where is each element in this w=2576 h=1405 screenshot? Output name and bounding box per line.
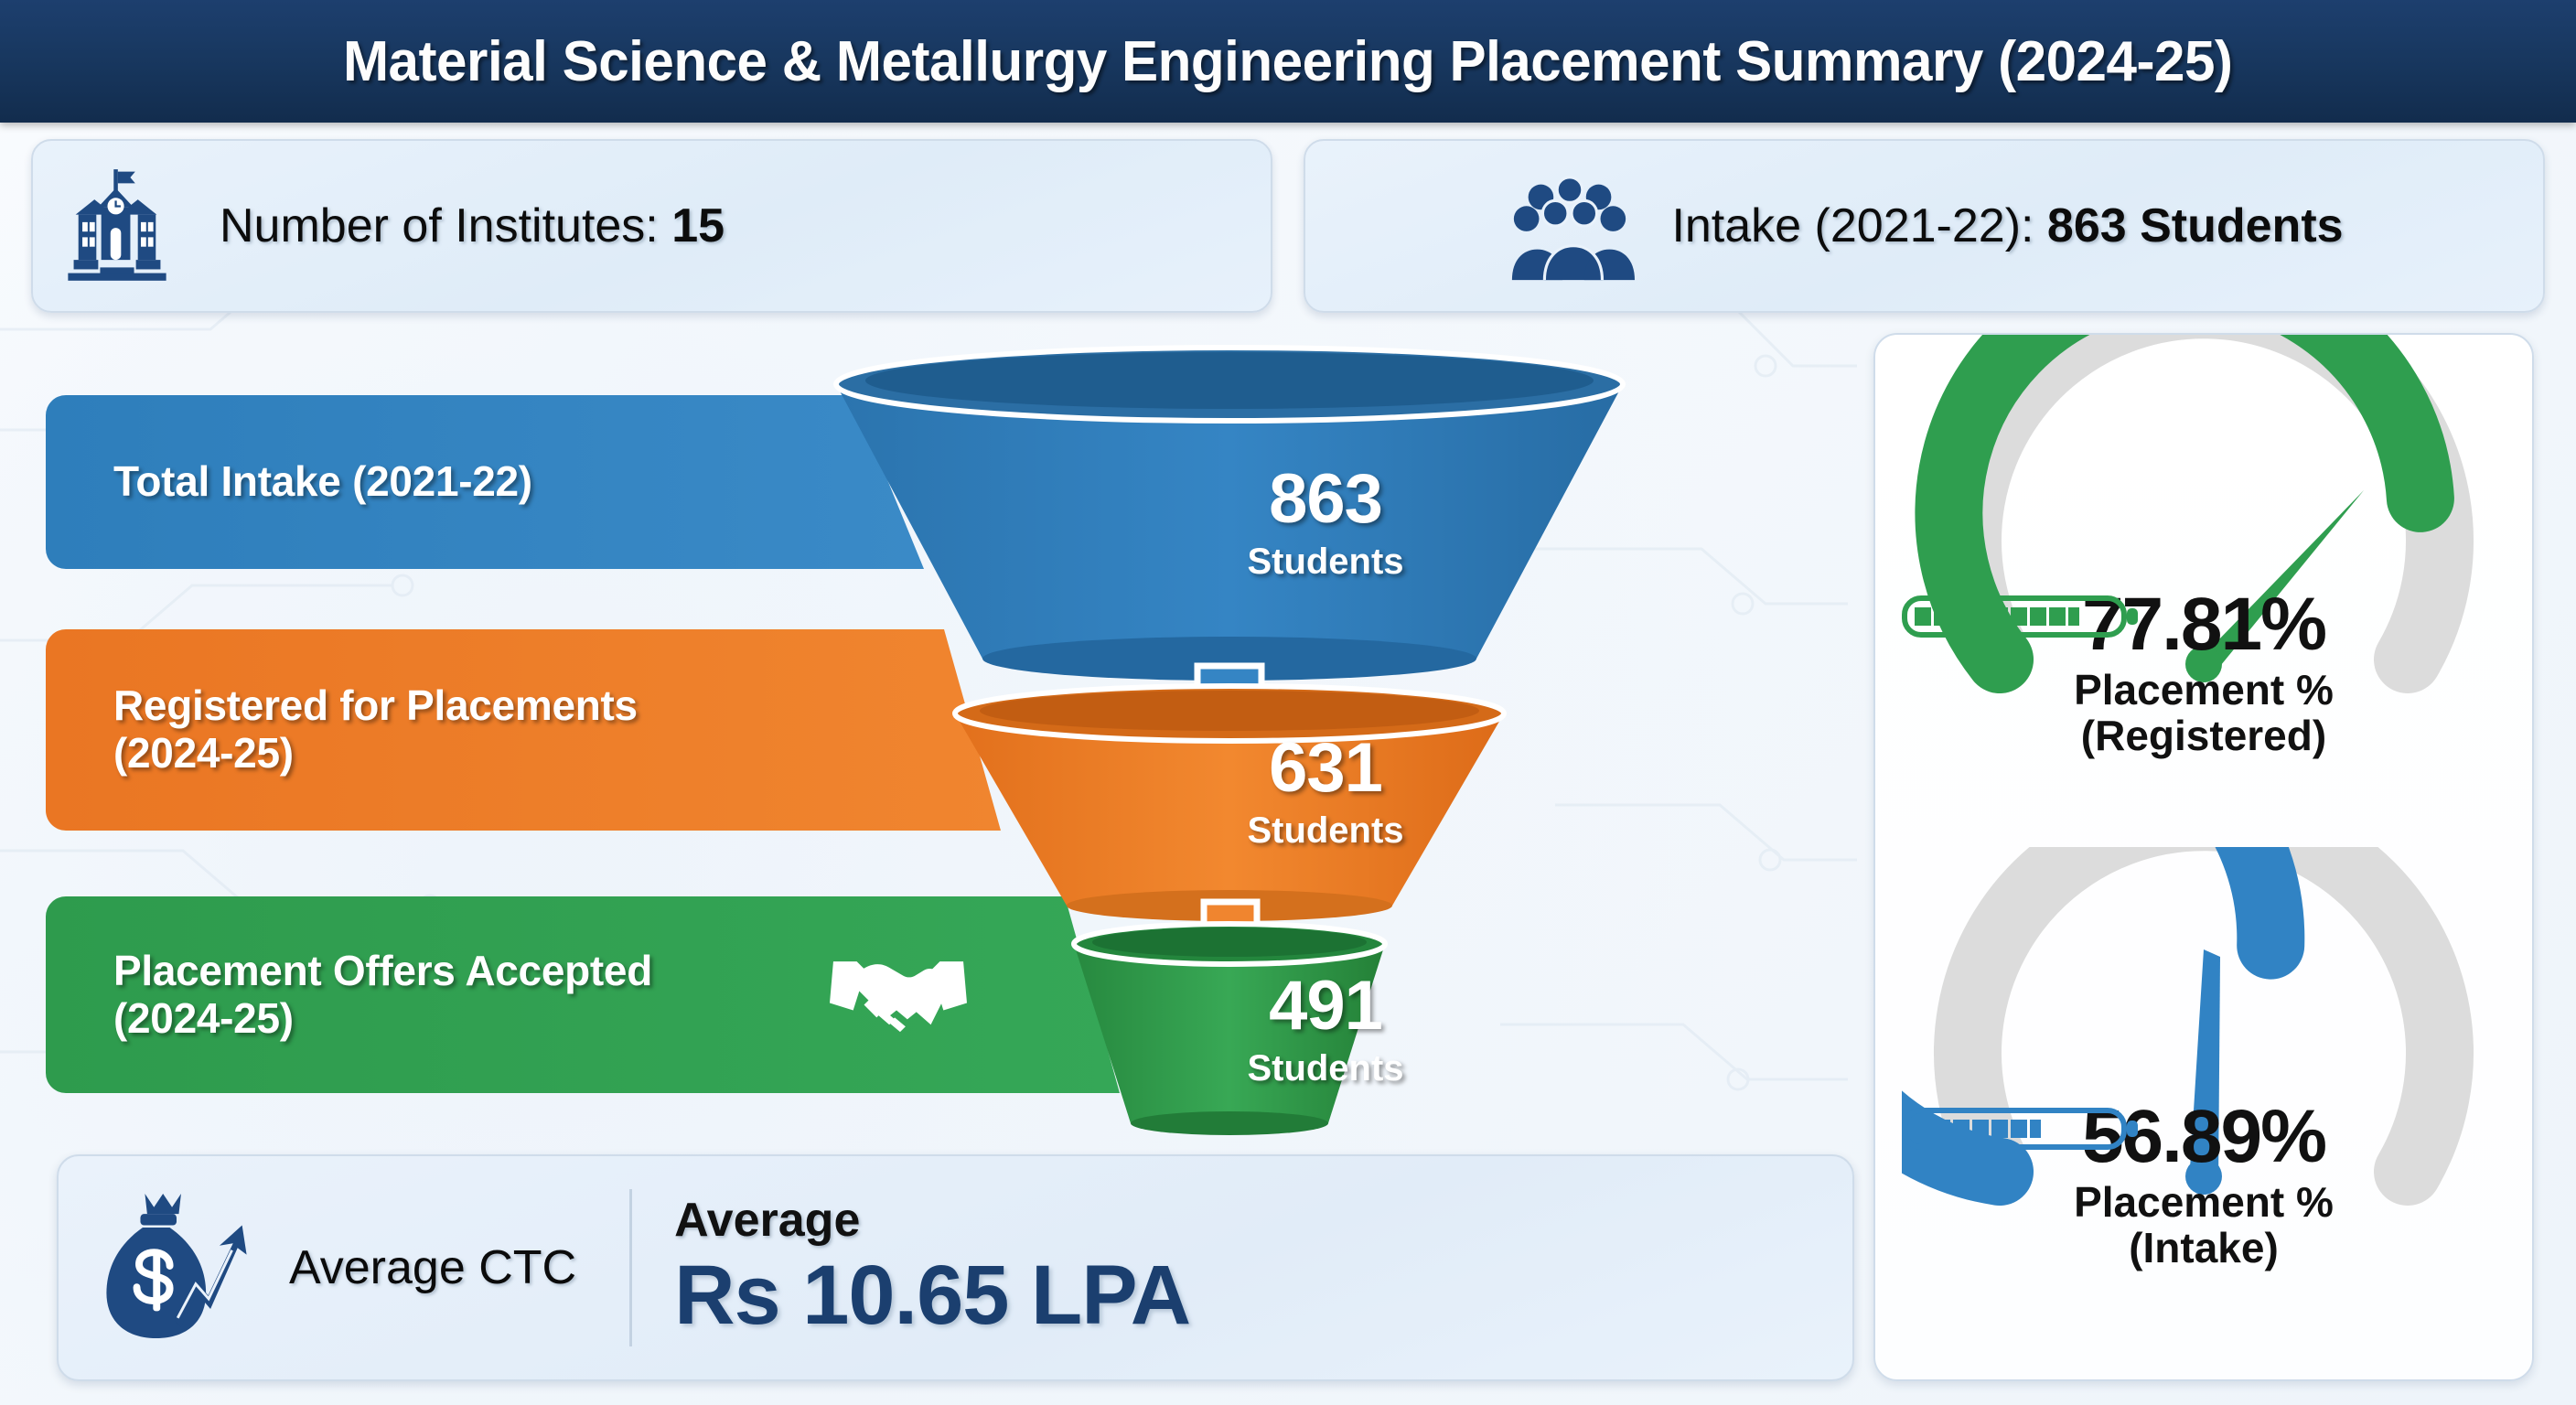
funnel-bowl-3 bbox=[1071, 921, 1388, 1135]
funnel-value-2-unit: Students bbox=[1247, 810, 1404, 851]
institutes-card-text: Number of Institutes: 15 bbox=[220, 198, 724, 253]
gauge-2-caption: Placement % (Intake) bbox=[2074, 1178, 2334, 1271]
intake-card: Intake (2021-22): 863 Students bbox=[1304, 139, 2545, 313]
gauge-1-caption-line2: (Registered) bbox=[2080, 711, 2327, 759]
gauge-placement-intake: 56.89% Placement % bbox=[1902, 847, 2506, 1359]
intake-label: Intake (2021-22): bbox=[1671, 199, 2047, 252]
funnel-label-slab-2 bbox=[46, 629, 1001, 831]
page-title: Material Science & Metallurgy Engineerin… bbox=[343, 29, 2233, 93]
institutes-label: Number of Institutes: bbox=[220, 199, 672, 252]
funnel-stage-label-3: Placement Offers Accepted (2024-25) bbox=[66, 896, 1104, 1093]
funnel-stage-label-1: Total Intake (2021-22) bbox=[66, 395, 917, 569]
intake-card-text: Intake (2021-22): 863 Students bbox=[1671, 198, 2343, 253]
people-group-icon bbox=[1505, 167, 1636, 284]
average-ctc-value-group: Average Rs 10.65 LPA bbox=[674, 1193, 1191, 1342]
funnel-value-1-unit: Students bbox=[1247, 542, 1404, 582]
funnel-stage-label-3-line1: Placement Offers Accepted bbox=[113, 946, 653, 994]
gauge-1-needle bbox=[2185, 490, 2364, 682]
gauge-2-caption-line2: (Intake) bbox=[2129, 1223, 2279, 1271]
funnel-graphic bbox=[46, 345, 1626, 1135]
average-ctc-label: Average CTC bbox=[289, 1241, 577, 1294]
funnel-stage-label-3-line2: (2024-25) bbox=[113, 993, 294, 1042]
gauge-2-caption-line1: Placement % bbox=[2074, 1178, 2334, 1226]
funnel-value-2-number: 631 bbox=[1269, 729, 1383, 807]
funnel-value-1: 863 Students bbox=[1170, 465, 1481, 583]
average-ctc-value: Rs 10.65 LPA bbox=[674, 1248, 1191, 1342]
gauge-2-progress-bar bbox=[1902, 1108, 2138, 1150]
school-building-icon bbox=[57, 166, 177, 286]
funnel-bowl-1 bbox=[833, 345, 1626, 681]
funnel-stage-label-2-line1: Registered for Placements bbox=[113, 681, 638, 730]
funnel-value-3: 491 Students bbox=[1170, 971, 1481, 1089]
money-bag-growth-icon bbox=[95, 1189, 258, 1347]
placement-funnel: Total Intake (2021-22) Registered for Pl… bbox=[31, 329, 1852, 1153]
funnel-value-1-number: 863 bbox=[1269, 460, 1383, 538]
page-title-bar: Material Science & Metallurgy Engineerin… bbox=[0, 0, 2576, 123]
gauge-1-value-arc bbox=[1915, 335, 2454, 693]
funnel-stage-label-2-line2: (2024-25) bbox=[113, 729, 294, 777]
institutes-value: 15 bbox=[671, 199, 725, 252]
gauge-1-progress-bar bbox=[1902, 595, 2138, 638]
gauge-panel: 77.81% bbox=[1873, 333, 2534, 1381]
average-ctc-card: Average CTC Average Rs 10.65 LPA bbox=[57, 1154, 1854, 1381]
header-kpi-row: Number of Institutes: 15 bbox=[31, 139, 2545, 313]
ctc-divider bbox=[629, 1189, 633, 1346]
funnel-bowl-2 bbox=[952, 683, 1507, 921]
gauge-placement-registered: 77.81% bbox=[1902, 335, 2506, 847]
gauge-2-readout: 56.89% Placement % bbox=[1902, 1099, 2506, 1271]
funnel-value-2: 631 Students bbox=[1170, 734, 1481, 852]
funnel-value-3-number: 491 bbox=[1269, 967, 1383, 1045]
intake-value: 863 Students bbox=[2046, 199, 2344, 252]
funnel-stage-label-1-line1: Total Intake (2021-22) bbox=[113, 457, 532, 506]
gauge-2-track bbox=[1934, 847, 2474, 1206]
funnel-value-3-unit: Students bbox=[1247, 1048, 1404, 1089]
gauge-2-needle bbox=[2185, 949, 2222, 1195]
gauge-1-readout: 77.81% bbox=[1902, 587, 2506, 758]
handshake-icon bbox=[830, 942, 967, 1047]
institutes-card: Number of Institutes: 15 bbox=[31, 139, 1272, 313]
gauge-1-caption: Placement % (Registered) bbox=[2074, 666, 2334, 759]
funnel-stage-label-2: Registered for Placements (2024-25) bbox=[66, 629, 981, 831]
gauge-1-caption-line1: Placement % bbox=[2074, 666, 2334, 713]
funnel-label-slab-3 bbox=[46, 896, 1120, 1093]
average-ctc-sublabel: Average bbox=[674, 1193, 861, 1247]
funnel-label-slab-1 bbox=[46, 395, 924, 569]
